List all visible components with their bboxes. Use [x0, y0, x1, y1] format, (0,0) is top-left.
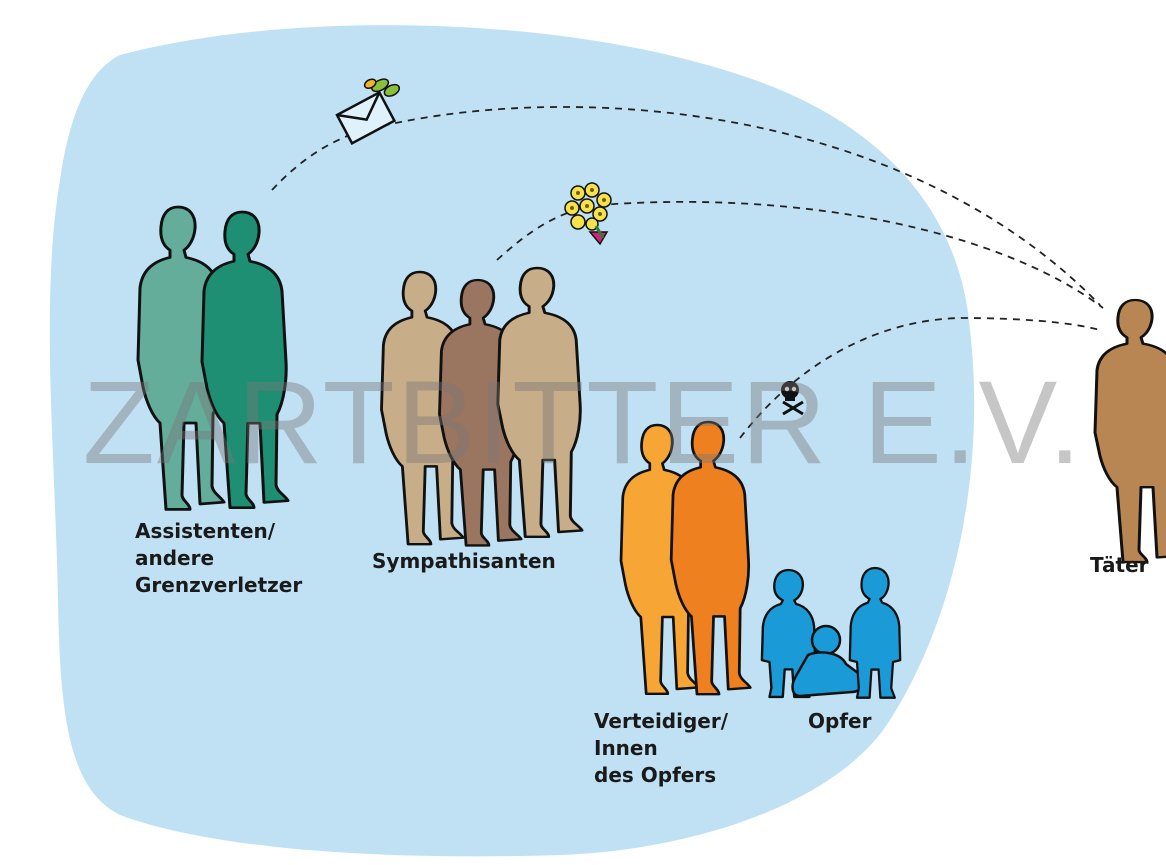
label-line: Grenzverletzer — [135, 573, 303, 597]
label-line: andere — [135, 546, 215, 570]
label-sympathizers: Sympathisanten — [372, 548, 556, 575]
envelope-icon — [335, 78, 401, 145]
connection-lines — [271, 106, 1104, 439]
line-defenders-to-perpetrator — [739, 317, 1101, 439]
label-line: Assistenten/ — [135, 519, 276, 543]
skull-crossbones-icon — [781, 381, 804, 416]
label-defenders: Verteidiger/ Innen des Opfers — [594, 708, 728, 789]
label-line: Sympathisanten — [372, 549, 556, 573]
label-perpetrator: Täter — [1090, 552, 1149, 579]
flower-bouquet-icon — [564, 182, 612, 246]
line-assistants-to-perpetrator — [271, 106, 1101, 306]
label-line: Innen — [594, 736, 658, 760]
label-line: Verteidiger/ — [594, 709, 729, 733]
perpetrator-figure — [1093, 298, 1166, 564]
label-victims: Opfer — [808, 708, 871, 735]
victims-group — [760, 566, 902, 699]
label-line: des Opfers — [594, 763, 717, 787]
label-line: Täter — [1090, 553, 1149, 577]
label-assistants: Assistenten/ andere Grenzverletzer — [135, 518, 302, 599]
label-line: Opfer — [808, 709, 872, 733]
